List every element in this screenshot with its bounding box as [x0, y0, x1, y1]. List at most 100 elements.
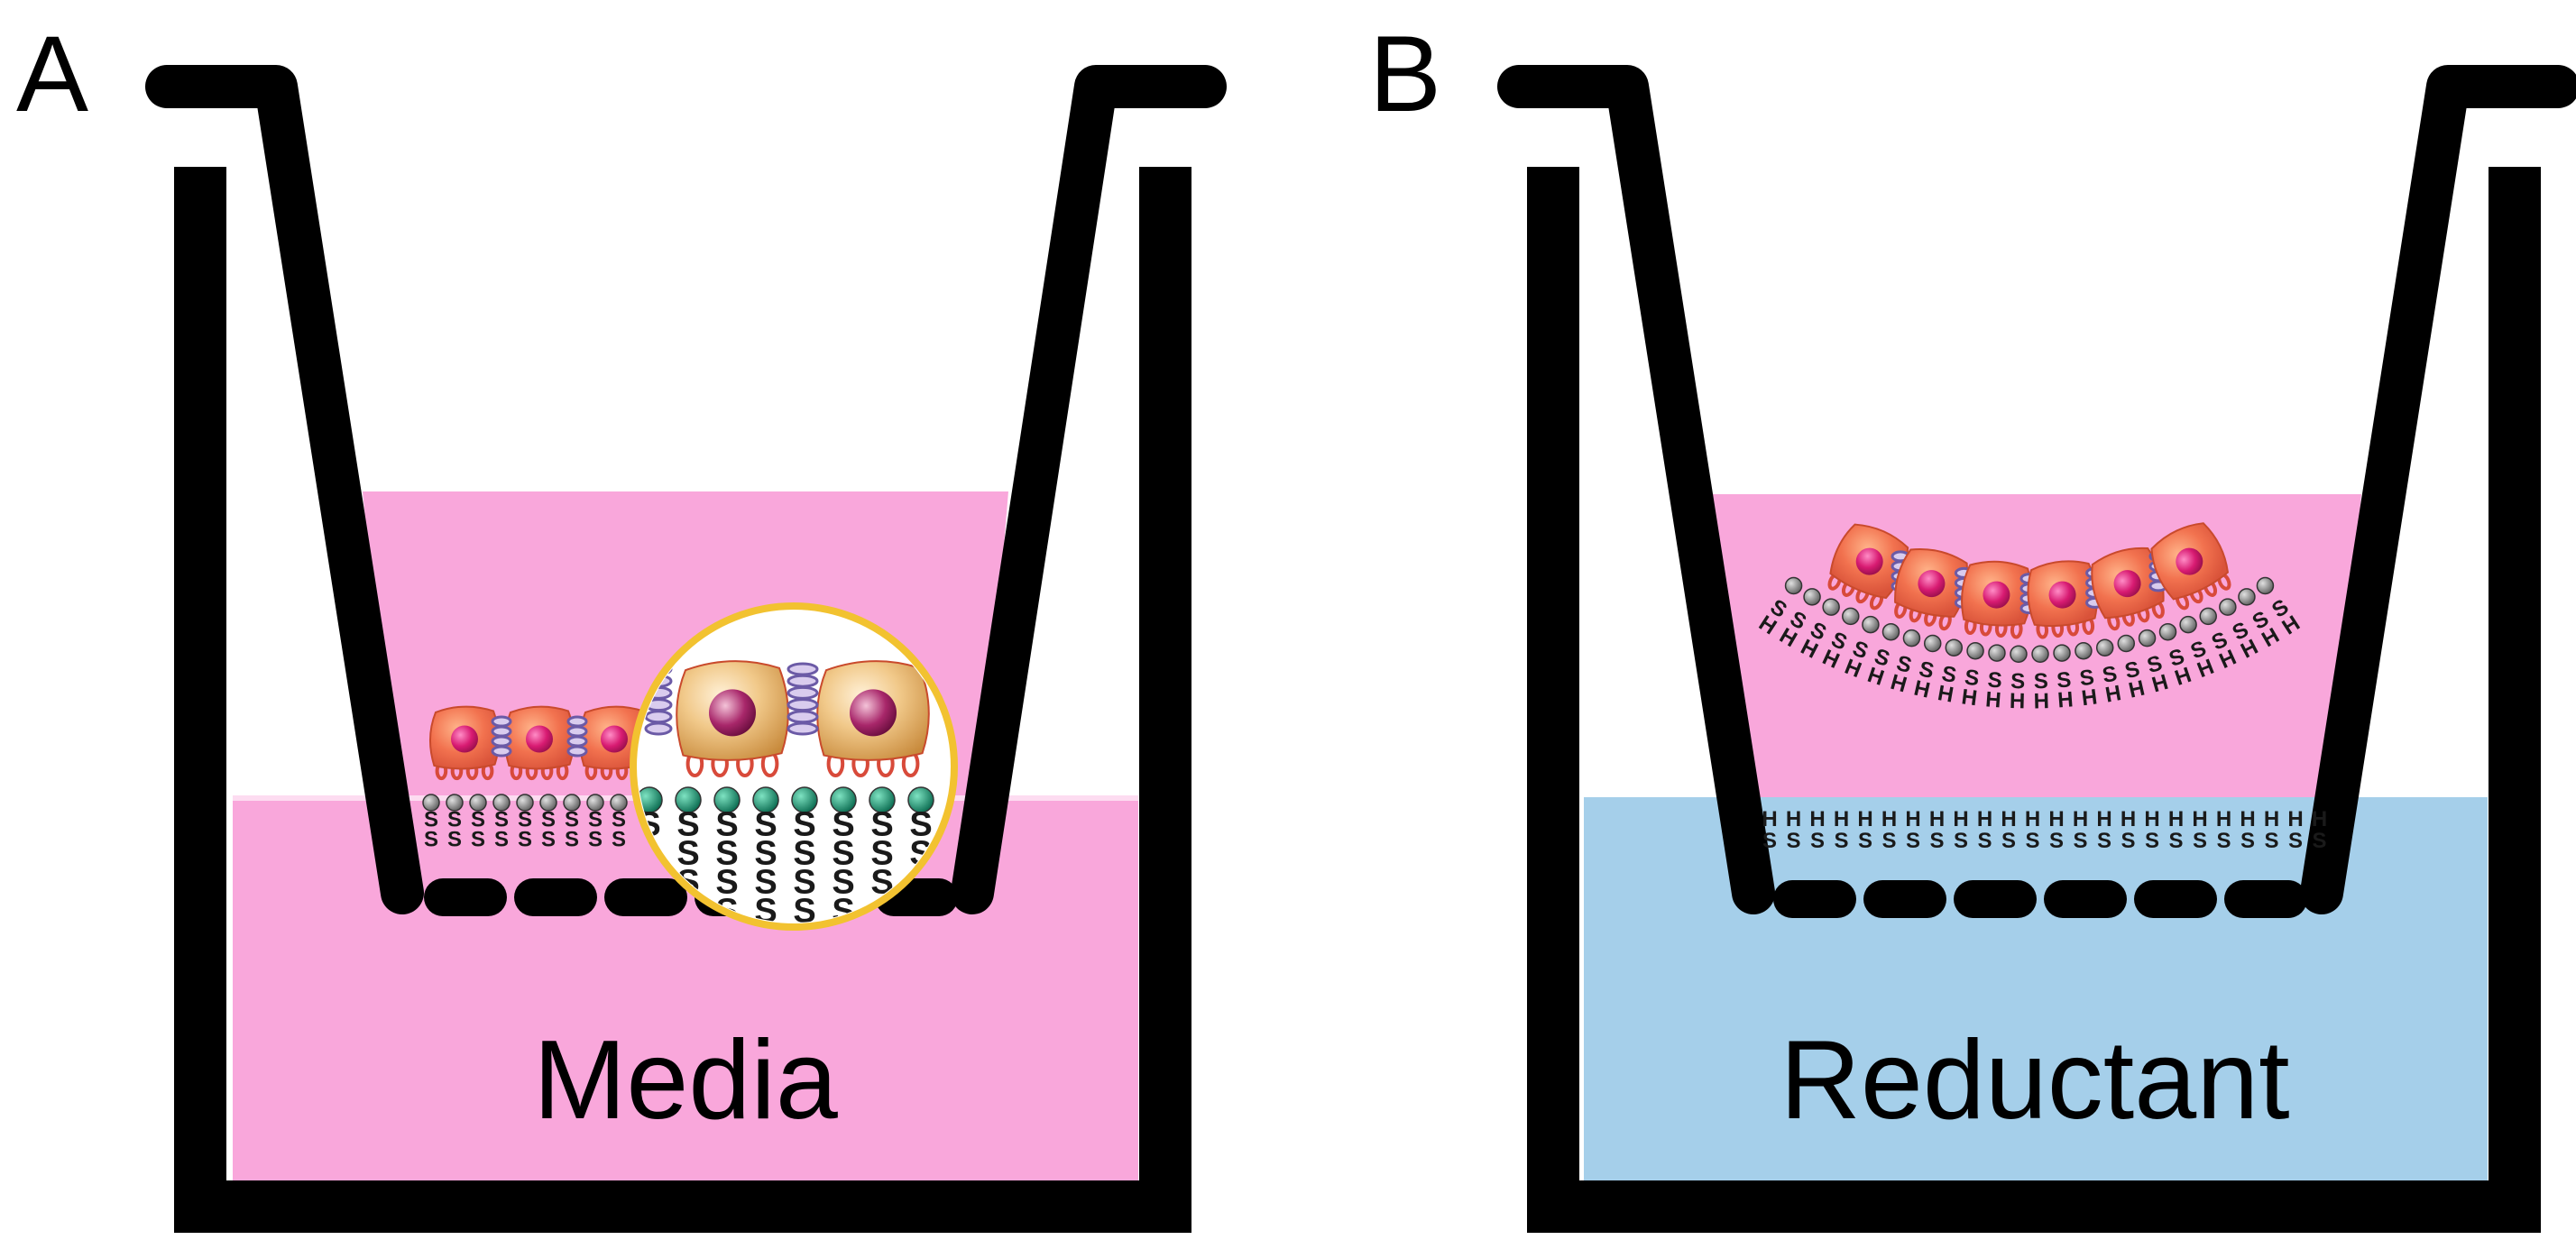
chem-symbol: H [1984, 687, 2001, 712]
chem-symbol: H [2192, 807, 2207, 831]
anchor-molecule: SS [516, 794, 534, 852]
cell [1961, 560, 2032, 639]
junction-ring [787, 698, 819, 712]
anchor-molecule: SH [1911, 634, 1942, 703]
chem-symbol: S [612, 828, 626, 852]
cell [816, 660, 930, 777]
junction-ring [566, 725, 588, 738]
anchor-molecule: SS [446, 794, 464, 852]
anchor-bead [563, 794, 581, 812]
chem-symbol: S [565, 828, 579, 852]
anchor-bead [2238, 588, 2256, 606]
junction-ring [491, 745, 512, 758]
chem-symbol: H [2312, 807, 2327, 831]
chem-symbol: S [754, 835, 777, 873]
anchor-bead [1881, 622, 1900, 641]
junction-ring [491, 715, 512, 728]
anchor-molecule: SS [539, 794, 557, 852]
junction-ring [566, 735, 588, 748]
chem-symbol: S [518, 808, 532, 832]
junction-ring [491, 725, 512, 738]
panel-b: HSHSHSHSHSHSHSHSHSHSHSHSHSHSHSHSHSHSHSHS… [1497, 65, 2576, 1233]
anchor-bead [2075, 641, 2093, 660]
chem-symbol: H [2056, 687, 2074, 712]
chem-symbol: H [1834, 807, 1849, 831]
chem-symbol: S [1762, 829, 1777, 853]
anchor-molecule: SS [586, 794, 604, 852]
panel-b-well-label: Reductant [1780, 1018, 2289, 1143]
chem-symbol: S [1977, 829, 1992, 853]
anchor-bead [2219, 598, 2237, 616]
anchor-bead [713, 786, 741, 813]
chem-symbol: H [1809, 807, 1825, 831]
chem-symbol: S [2145, 829, 2159, 853]
chem-symbol: S [676, 806, 699, 844]
anchor-molecule: SH [1936, 638, 1964, 708]
anchor-molecule: SH [2010, 645, 2028, 713]
chem-symbol: S [1894, 651, 1915, 678]
anchor-bead [2053, 644, 2071, 662]
anchor-bead [610, 794, 628, 812]
anchor-bead [469, 794, 487, 812]
chem-symbol: S [1810, 829, 1825, 853]
junction-ring [787, 721, 819, 736]
chem-symbol: S [447, 808, 462, 832]
anchor-molecule: SH [2075, 641, 2099, 711]
anchor-bead [1784, 576, 1803, 595]
chem-symbol: S [2010, 669, 2026, 693]
chem-symbol: S [832, 806, 854, 844]
anchor-bead [791, 786, 818, 813]
junction-ring [566, 745, 588, 758]
cell [1827, 523, 1909, 611]
chem-symbol: H [2073, 807, 2088, 831]
chem-symbol: S [2056, 667, 2072, 693]
cell [1894, 548, 1969, 631]
junction-ring [566, 715, 588, 728]
cell-junction [566, 715, 588, 758]
chem-symbol: S [2078, 666, 2095, 692]
cell-nucleus [1983, 581, 2010, 609]
chem-symbol: H [2127, 676, 2148, 703]
chem-symbol: H [1762, 807, 1777, 831]
chem-symbol: S [541, 828, 556, 852]
cell [676, 660, 789, 777]
panel-a-cell-layer [429, 705, 649, 781]
anchor-bead [2031, 645, 2049, 664]
chem-symbol: H [2240, 807, 2255, 831]
chem-symbol: S [541, 808, 556, 832]
chem-symbol: S [2001, 829, 2016, 853]
chem-symbol: S [2216, 829, 2231, 853]
chem-symbol: H [2144, 807, 2159, 831]
chem-symbol: H [2168, 807, 2184, 831]
chem-symbol: S [612, 808, 626, 832]
anchor-molecule: SH [1984, 644, 2006, 713]
anchor-molecule: SS [610, 794, 628, 852]
cell-nucleus [1918, 570, 1946, 598]
cell-nucleus [601, 725, 628, 753]
anchor-bead [1945, 638, 1964, 657]
chem-symbol: H [2264, 807, 2279, 831]
anchor-bead [422, 794, 440, 812]
anchor-molecule: SS [563, 794, 581, 852]
chem-symbol: S [2049, 829, 2064, 853]
anchor-bead [1803, 588, 1821, 606]
junction-ring [787, 662, 819, 676]
chem-symbol: H [2048, 807, 2064, 831]
chem-symbol: H [2096, 807, 2111, 831]
anchor-molecule: SS [469, 794, 487, 852]
chem-symbol: H [1929, 807, 1945, 831]
chem-symbol: S [424, 828, 438, 852]
chem-symbol: S [793, 893, 815, 931]
chem-symbol: S [1964, 666, 1981, 692]
chem-symbol: S [518, 828, 532, 852]
chem-symbol: S [2240, 829, 2255, 853]
chem-symbol: S [471, 828, 485, 852]
chem-symbol: S [447, 828, 462, 852]
junction-ring [787, 674, 819, 688]
cell-nucleus [2048, 581, 2076, 609]
cell-nucleus [2113, 570, 2141, 598]
chem-symbol: H [1911, 676, 1932, 703]
